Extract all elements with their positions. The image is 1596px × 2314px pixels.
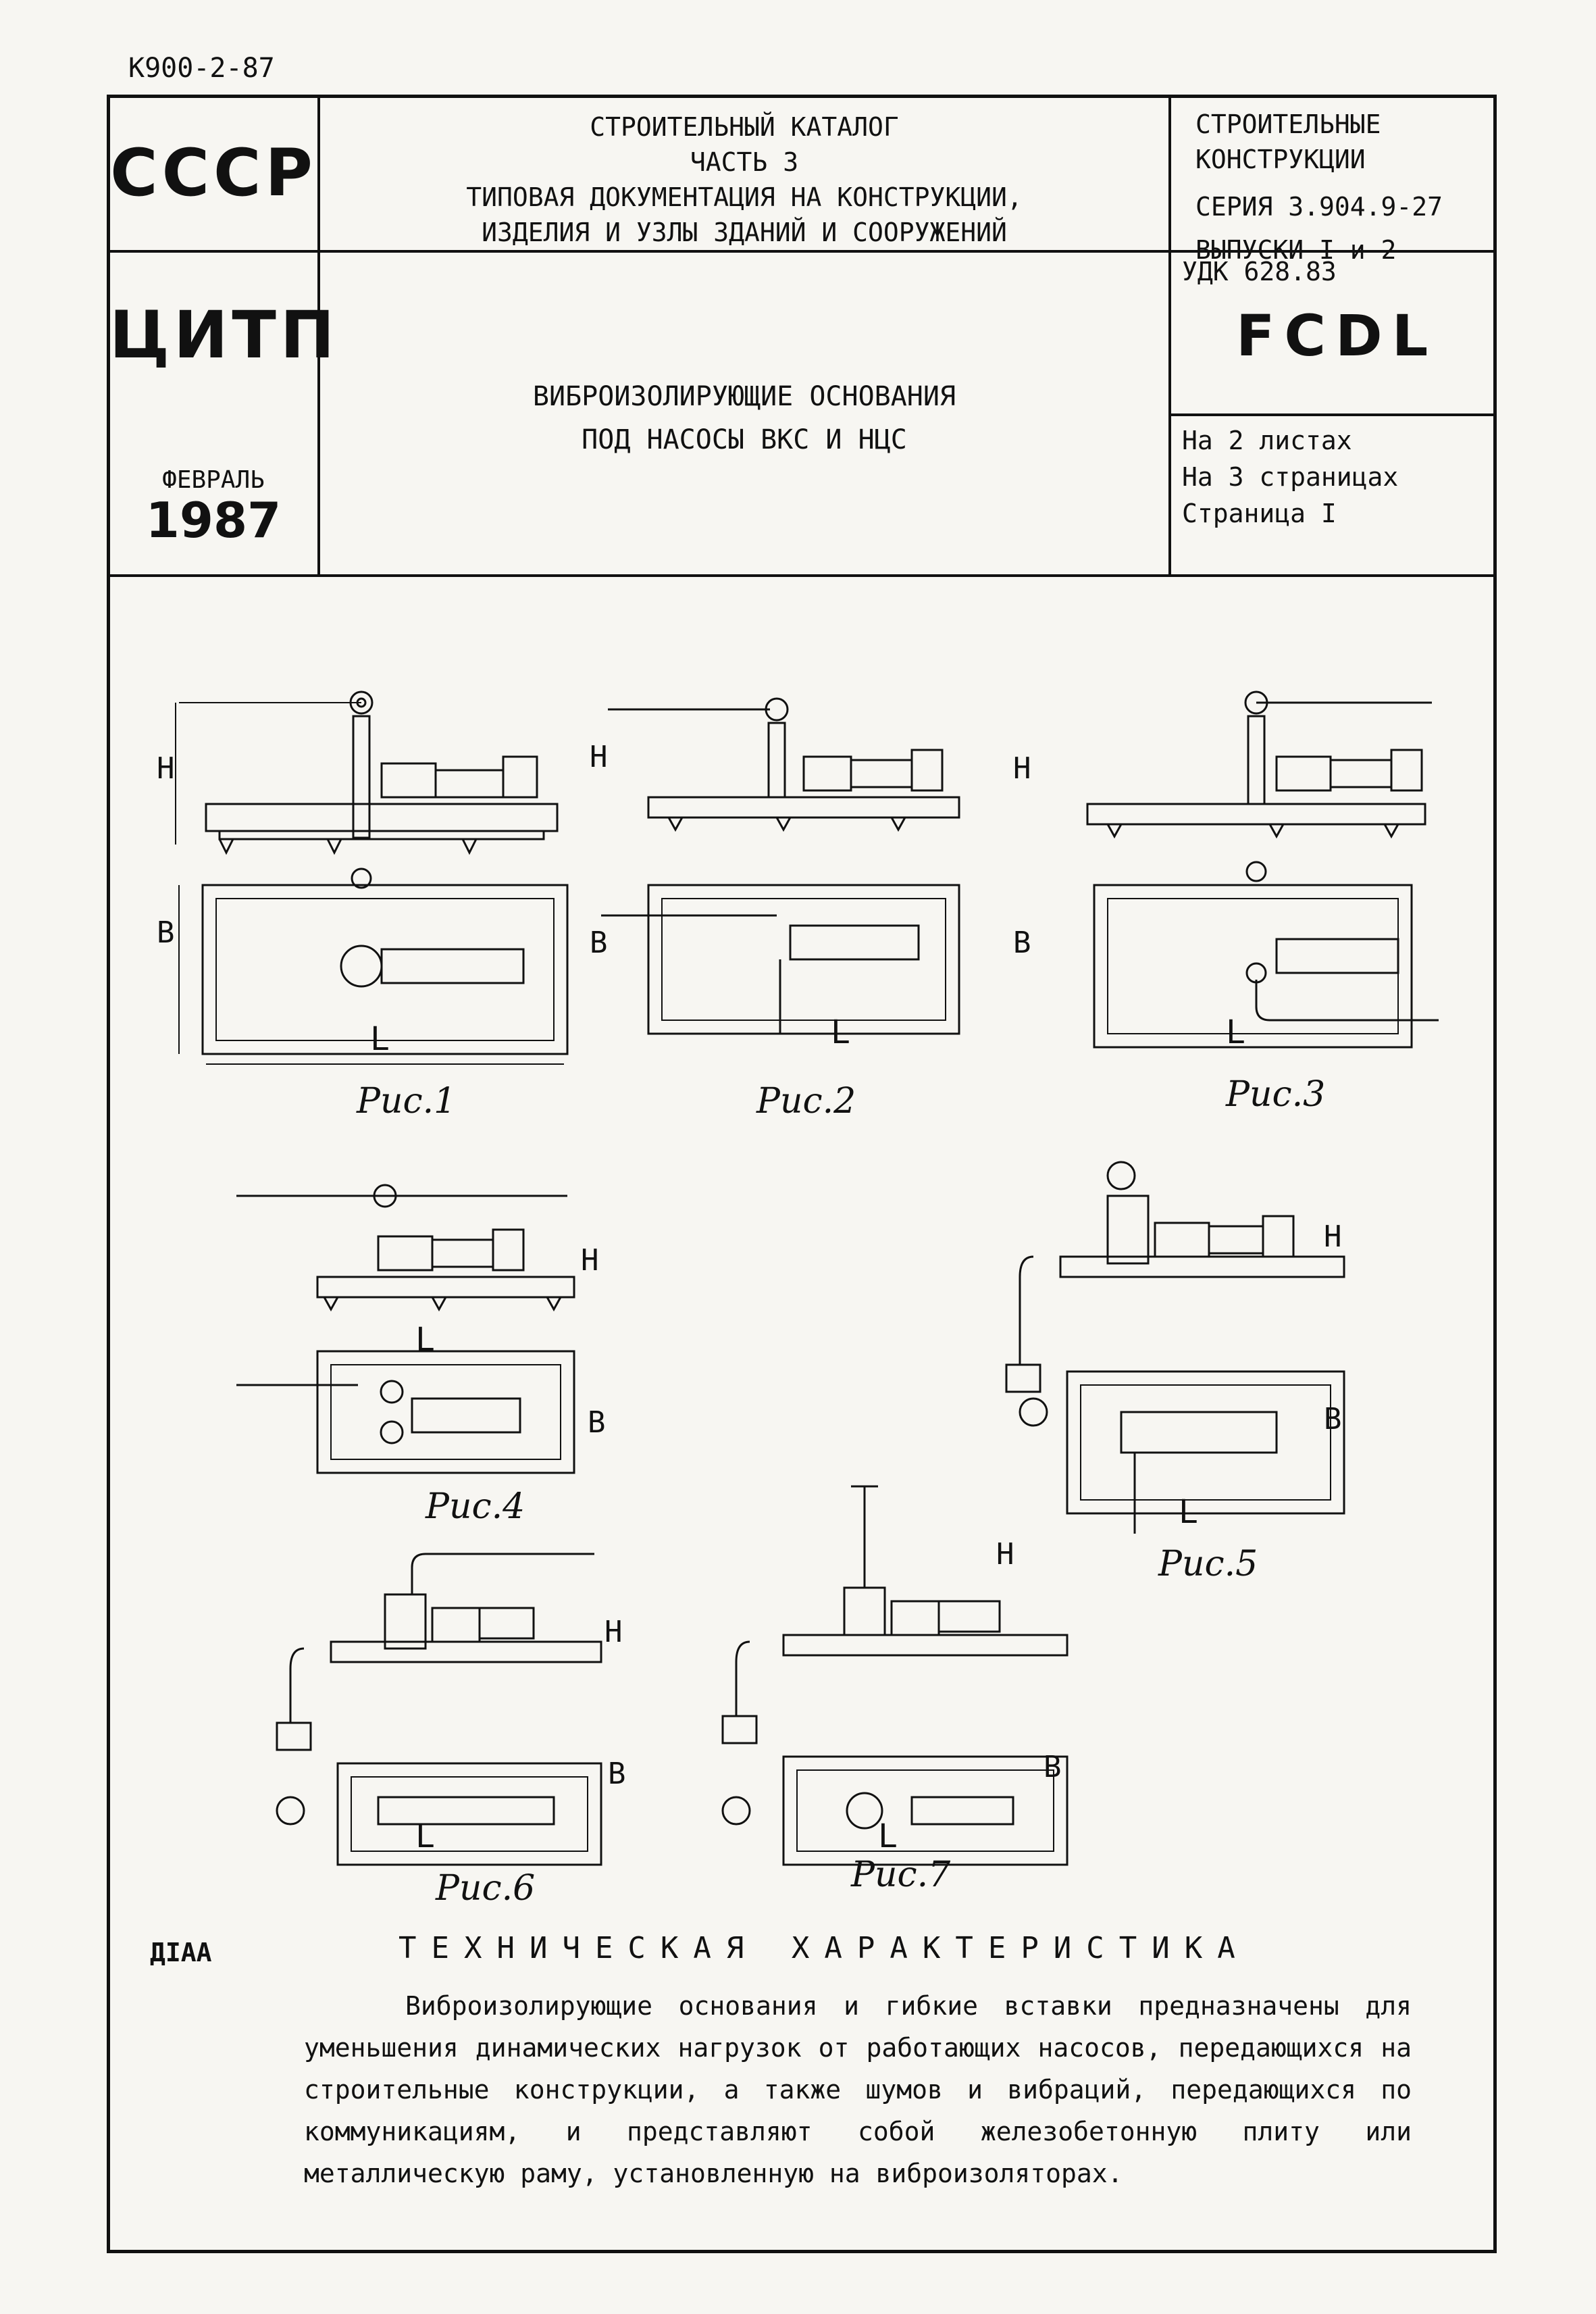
- publication-month: ФЕВРАЛЬ: [162, 466, 265, 494]
- document-title-line2: ПОД НАСОСЫ ВКС И НЦС: [582, 424, 907, 455]
- fig4-dim-b: B: [588, 1405, 606, 1440]
- figure-2-label: Рис.2: [756, 1081, 856, 1122]
- fig1-dim-l: L: [370, 1020, 390, 1058]
- fig7-dim-l: L: [878, 1817, 898, 1855]
- series-number: СЕРИЯ 3.904.9-27: [1195, 192, 1443, 222]
- class-line1: СТРОИТЕЛЬНЫЕ: [1195, 109, 1381, 139]
- fig5-dim-h: H: [1324, 1219, 1342, 1254]
- header-vline-left: [317, 95, 320, 576]
- catalog-desc-2: ИЗДЕЛИЯ И УЗЛЫ ЗДАНИЙ И СООРУЖЕНИЙ: [482, 218, 1007, 247]
- fig7-dim-b: B: [1044, 1750, 1062, 1784]
- figure-7-label: Рис.7: [851, 1855, 951, 1895]
- fig6-dim-h: H: [604, 1615, 623, 1649]
- fig4-dim-l: L: [415, 1321, 435, 1359]
- fig5-dim-l: L: [1179, 1493, 1198, 1531]
- figure-6-label: Рис.6: [436, 1868, 536, 1909]
- org-ussr: СССР: [110, 135, 317, 211]
- header-divider-1: [107, 250, 1497, 253]
- fig5-dim-b: B: [1324, 1402, 1342, 1436]
- fig2-dim-h: H: [590, 740, 608, 774]
- figure-2-drawing: [588, 682, 966, 1061]
- figure-3-drawing: [1033, 682, 1452, 1061]
- class-line2: КОНСТРУКЦИИ: [1195, 145, 1366, 174]
- sheet-count: На 2 листах: [1182, 426, 1352, 455]
- fig2-dim-b: B: [590, 926, 608, 960]
- classification-block: СТРОИТЕЛЬНЫЕ КОНСТРУКЦИИ СЕРИЯ 3.904.9-2…: [1195, 107, 1493, 268]
- fig6-dim-l: L: [415, 1817, 435, 1855]
- section-code: ДІАА: [150, 1938, 212, 1967]
- fig6-dim-b: B: [608, 1757, 626, 1791]
- fig1-dim-h: H: [157, 751, 175, 786]
- figure-6-drawing: [263, 1540, 642, 1878]
- figure-7-drawing: [709, 1473, 1114, 1878]
- document-code: К900-2-87: [128, 53, 275, 84]
- org-citp: ЦИТП: [109, 297, 339, 373]
- catalog-header: СТРОИТЕЛЬНЫЙ КАТАЛОГ ЧАСТЬ 3 ТИПОВАЯ ДОК…: [320, 109, 1168, 250]
- header-divider-2: [107, 574, 1497, 577]
- catalog-title: СТРОИТЕЛЬНЫЙ КАТАЛОГ: [590, 112, 899, 142]
- section-title: ТЕХНИЧЕСКАЯ ХАРАКТЕРИСТИКА: [398, 1931, 1250, 1965]
- udk-code: УДК 628.83: [1182, 257, 1337, 286]
- figure-3-label: Рис.3: [1226, 1074, 1326, 1115]
- catalog-desc-1: ТИПОВАЯ ДОКУМЕНТАЦИЯ НА КОНСТРУКЦИИ,: [466, 182, 1023, 212]
- catalog-code: FCDL: [1236, 303, 1438, 369]
- fig2-dim-l: L: [831, 1013, 850, 1051]
- fig7-dim-h: H: [996, 1537, 1014, 1571]
- fig3-dim-l: L: [1226, 1013, 1245, 1051]
- figure-4-label: Рис.4: [426, 1486, 525, 1527]
- fig3-dim-b: B: [1013, 926, 1031, 960]
- header-vline-right: [1168, 95, 1171, 576]
- fig3-dim-h: H: [1013, 751, 1031, 786]
- figure-5-drawing: [1000, 1149, 1378, 1540]
- sheet-info: На 2 листах На 3 страницах Страница I: [1182, 422, 1493, 532]
- page-count: На 3 страницах: [1182, 462, 1399, 492]
- document-title: ВИБРОИЗОЛИРУЮЩИЕ ОСНОВАНИЯ ПОД НАСОСЫ ВК…: [320, 375, 1168, 461]
- page-frame: [107, 95, 1497, 2253]
- catalog-part: ЧАСТЬ 3: [690, 147, 799, 177]
- fig1-dim-b: B: [157, 915, 175, 950]
- figure-1-drawing: [138, 682, 571, 1061]
- page-number: Страница I: [1182, 499, 1337, 528]
- section-paragraph: Виброизолирующие основания и гибкие вста…: [304, 1991, 1412, 2188]
- figure-5-label: Рис.5: [1158, 1544, 1258, 1584]
- figure-1-label: Рис.1: [357, 1081, 457, 1122]
- issues-number: ВЫПУСКИ I и 2: [1195, 235, 1397, 265]
- figure-4-drawing: [230, 1176, 608, 1486]
- publication-year: 1987: [145, 492, 282, 549]
- fig4-dim-h: H: [581, 1243, 599, 1278]
- header-right-divider: [1168, 413, 1497, 416]
- document-title-line1: ВИБРОИЗОЛИРУЮЩИЕ ОСНОВАНИЯ: [532, 381, 956, 412]
